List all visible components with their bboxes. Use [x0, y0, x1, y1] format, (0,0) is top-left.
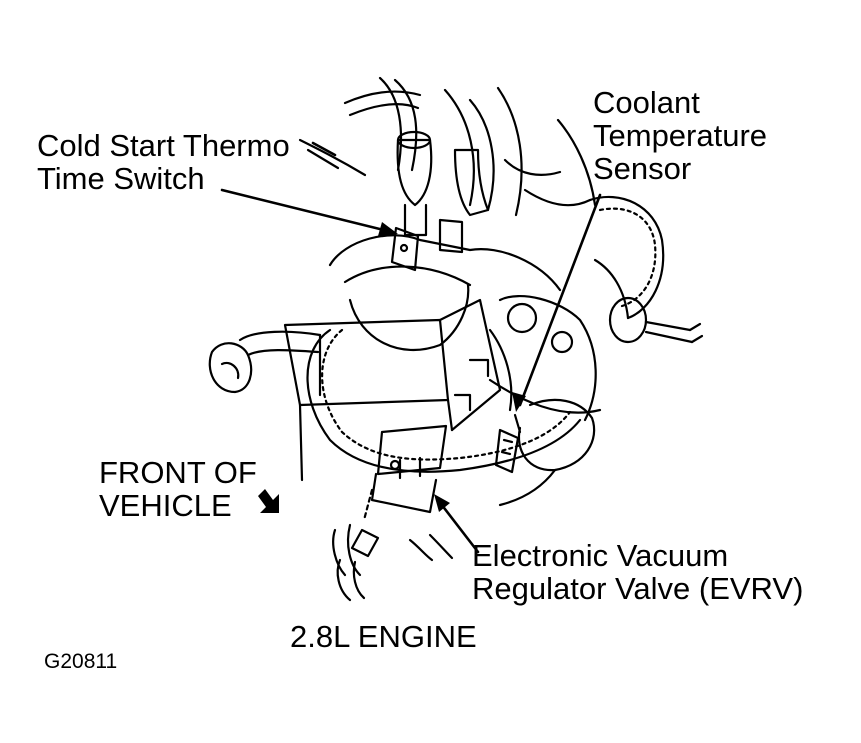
- leader-lines: [220, 141, 602, 554]
- label-front-line1: FRONT OF: [99, 455, 257, 490]
- coolant-sensor-connector: [494, 413, 522, 474]
- left-hose: [208, 330, 322, 394]
- engine-caption: 2.8L ENGINE: [290, 619, 477, 654]
- leader-cold-start-arrow: [220, 188, 394, 234]
- evrv-valve: [332, 424, 454, 602]
- label-front-line2: VEHICLE: [99, 488, 232, 523]
- label-cold-start-line2: Time Switch: [37, 161, 205, 196]
- upper-hoses: [298, 76, 597, 217]
- leader-coolant: [518, 193, 602, 407]
- leader-evrv: [436, 498, 480, 554]
- arrowhead-coolant: [512, 392, 526, 412]
- label-coolant-line3: Sensor: [593, 151, 692, 186]
- figure-code: G20811: [44, 650, 118, 673]
- leader-cold-start: [311, 141, 337, 157]
- label-cold-start-line1: Cold Start Thermo: [37, 128, 290, 163]
- arrowhead-evrv: [434, 494, 450, 512]
- label-coolant-line2: Temperature: [593, 118, 768, 153]
- front-arrow-icon: [258, 489, 279, 513]
- label-evrv-line1: Electronic Vacuum: [472, 538, 729, 573]
- thermo-switch: [390, 130, 490, 272]
- arrowhead-cold-start: [378, 222, 398, 236]
- label-coolant-line1: Coolant: [593, 85, 700, 120]
- wiring-harness: [306, 195, 704, 507]
- label-evrv-line2: Regulator Valve (EVRV): [472, 571, 804, 606]
- engine-block: [283, 234, 597, 482]
